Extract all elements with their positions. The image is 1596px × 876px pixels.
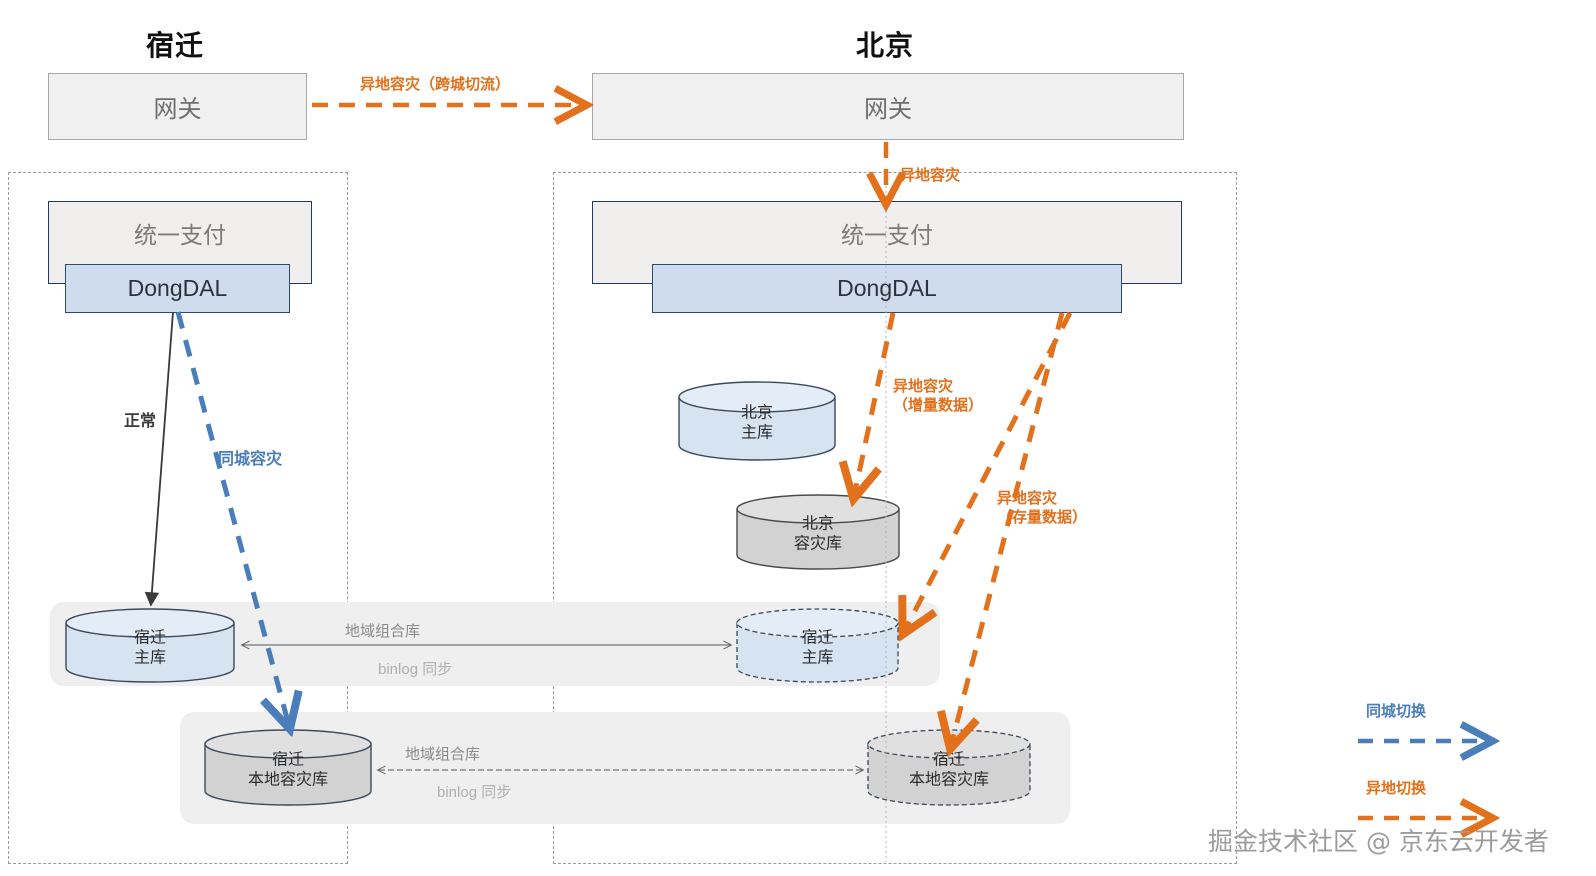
gateway-box-beijing[interactable]: 网关	[592, 73, 1184, 140]
label-remote-dr-incremental: 异地容灾 （增量数据）	[893, 378, 984, 414]
label-remote-dr-service: 异地容灾	[900, 167, 961, 184]
legend-label-remote-switch: 异地切换	[1366, 780, 1427, 797]
combo-row-1-sublabel: binlog 同步	[378, 661, 453, 678]
watermark: 掘金技术社区 @ 京东云开发者	[1208, 827, 1549, 856]
dal-box-suqian[interactable]: DongDAL	[65, 264, 290, 313]
db-suqian-local-dr-right[interactable]: 宿迁 本地容灾库	[866, 728, 1032, 808]
label-same-city-dr: 同城容灾	[218, 451, 283, 468]
region-title-suqian: 宿迁	[145, 30, 204, 61]
region-title-beijing: 北京	[855, 30, 914, 61]
db-suqian-primary-right[interactable]: 宿迁 主库	[735, 608, 900, 684]
label-remote-dr-stock: 异地容灾 （存量数据）	[997, 490, 1088, 526]
cylinder-shape	[736, 494, 900, 570]
cylinder-shape	[678, 381, 836, 461]
cylinder-shape	[65, 608, 235, 683]
combo-row-2-sublabel: binlog 同步	[437, 784, 512, 801]
db-suqian-local-dr-left[interactable]: 宿迁 本地容灾库	[203, 728, 373, 808]
combo-row-1-label: 地域组合库	[345, 623, 421, 640]
legend-label-same-city-switch: 同城切换	[1366, 703, 1427, 720]
cylinder-shape	[867, 729, 1031, 806]
db-beijing-dr[interactable]: 北京 容灾库	[735, 493, 901, 571]
label-normal: 正常	[124, 413, 157, 430]
label-cross-city-gateway: 异地容灾（跨城切流）	[360, 76, 511, 93]
db-suqian-primary-left[interactable]: 宿迁 主库	[64, 608, 236, 684]
cylinder-shape	[204, 729, 372, 806]
dal-box-beijing[interactable]: DongDAL	[652, 264, 1122, 313]
gateway-box-suqian[interactable]: 网关	[48, 73, 307, 140]
cylinder-shape	[736, 608, 899, 683]
combo-row-2-label: 地域组合库	[405, 746, 481, 763]
zone-container-suqian	[8, 172, 348, 864]
db-beijing-primary[interactable]: 北京 主库	[677, 380, 837, 462]
